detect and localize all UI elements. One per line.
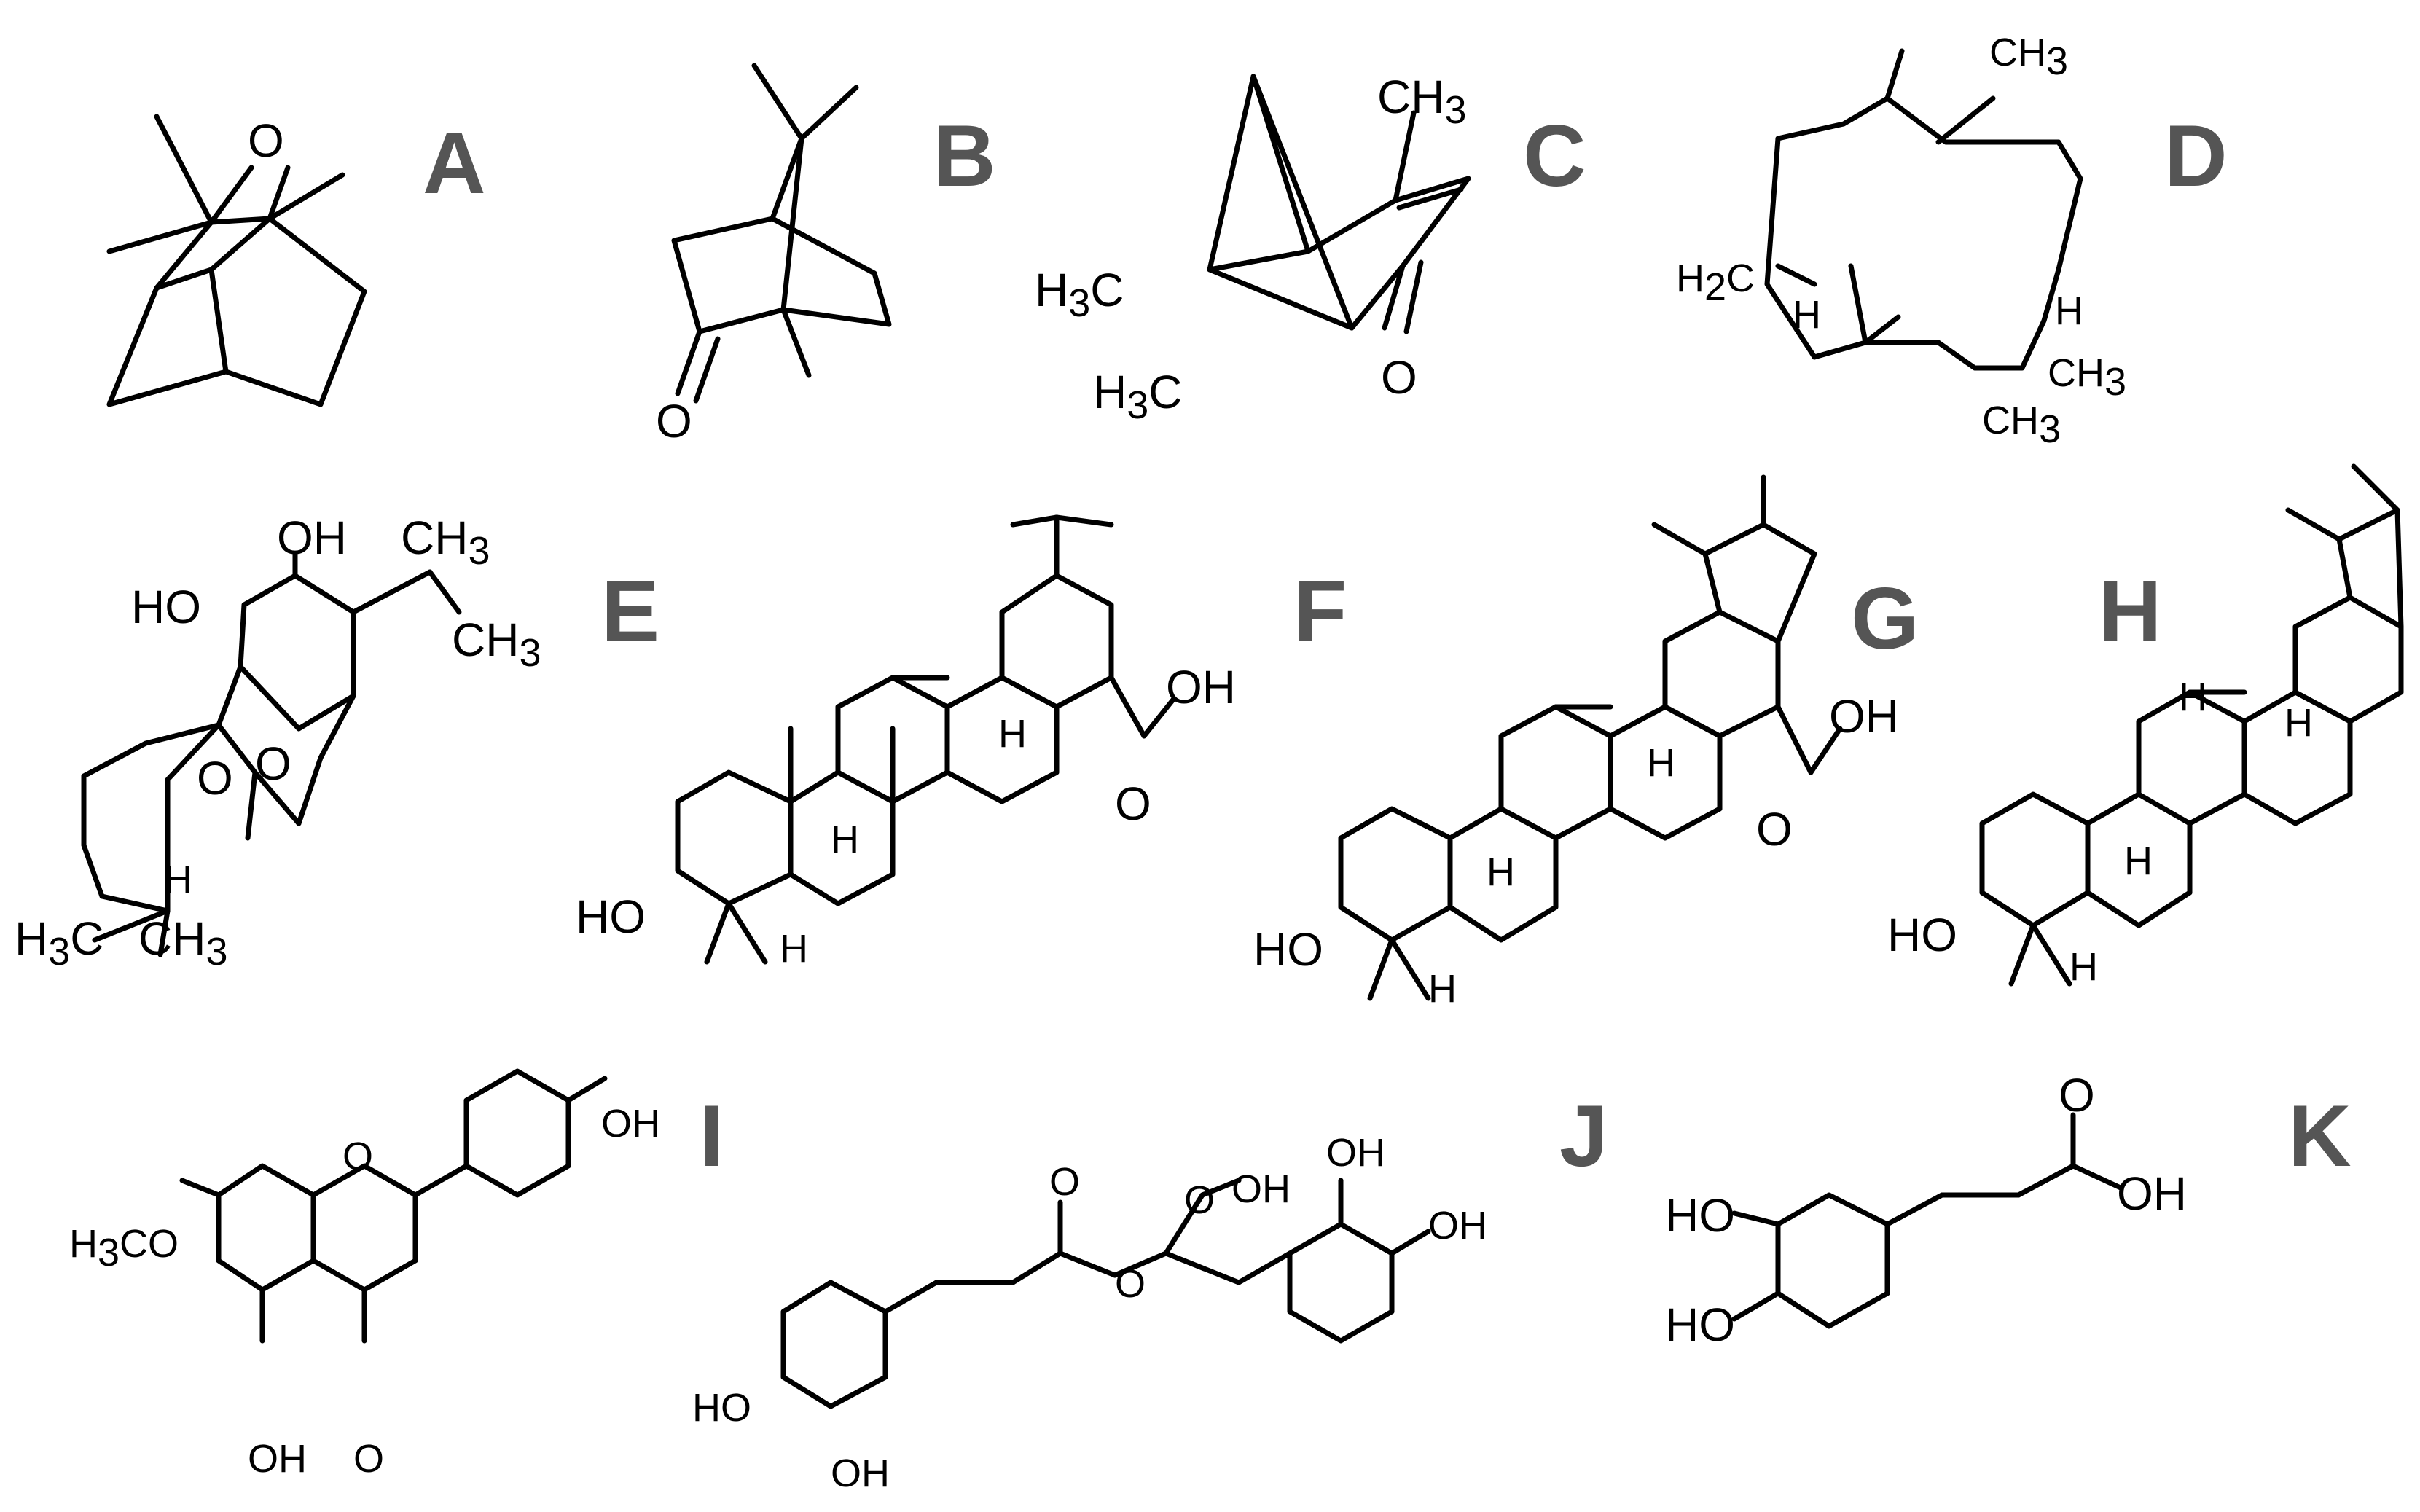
atom-o: O [255,737,291,790]
atom-ch3: CH3 [1377,71,1466,132]
atom-h3c: H3C [15,912,103,974]
panel-label-f: F [1293,563,1347,660]
atom-h: H [164,858,192,901]
structure-oleanolic-acid: HO OH O H H H [576,514,1236,971]
atom-ho: HO [1665,1298,1735,1351]
panel-label-a: A [423,114,486,212]
atom-oh: OH [1231,1167,1291,1211]
atom-h3c: H3C [1093,366,1182,427]
atom-oh: OH [277,512,347,564]
atom-h2c: H2C [1676,256,1755,309]
structure-caffeic-acid: HO HO O OH [1665,1069,2187,1351]
structure-d: CH3 H2C H H CH3 CH3 D [1676,31,2228,451]
atom-oh: OH [1326,1131,1385,1175]
atom-oh: OH [1428,1204,1487,1247]
atom-ch3: CH3 [401,512,490,573]
panel-label-k: K [2288,1087,2352,1185]
atom-o: O [342,1135,373,1178]
atom-h: H [780,927,808,971]
atom-o: O [1184,1178,1215,1222]
atom-ch3: CH3 [452,614,541,675]
atom-h: H [2179,675,2207,719]
atom-ch3: CH3 [2048,351,2126,404]
atom-h: H [2124,839,2153,883]
panel-label-d: D [2164,107,2228,205]
atom-h: H [2069,945,2098,989]
panel-label-g: G [1851,570,1919,667]
atom-oh: OH [1829,690,1899,743]
structure-c: CH3 H3C H3C O C [1035,71,1586,427]
atom-o: O [197,752,233,804]
atom-ho: HO [576,890,646,943]
atom-h: H [2284,701,2313,745]
atom-ch3: CH3 [138,912,227,974]
atom-oh: OH [2117,1167,2187,1220]
structure-carnosol: OH HO CH3 CH3 O O H H3C CH3 [15,512,541,974]
atom-h: H [1428,967,1457,1011]
atom-o: O [248,114,284,167]
structure-a: O A [106,114,486,407]
panel-label-j: J [1559,1087,1608,1185]
atom-o: O [1381,351,1417,404]
atom-ho: HO [1253,923,1323,976]
atom-h: H [998,712,1027,756]
structure-rosmarinic-acid: OH OH O OH O O HO OH [692,1131,1487,1495]
atom-ho: HO [1887,909,1957,961]
atom-o: O [353,1437,384,1481]
panel-label-h: H [2099,563,2162,660]
atom-o: O [1115,777,1151,830]
structure-alpha-amyrin: HO H H H H [1887,463,2404,989]
structure-b: O B [656,63,996,447]
atom-oh: OH [601,1102,660,1145]
panel-label-e: E [601,563,659,660]
atom-h: H [831,818,859,861]
atom-ch3: CH3 [1982,399,2061,451]
atom-ch3: CH3 [1989,31,2068,83]
atom-h3co: H3CO [69,1222,179,1274]
panel-label-c: C [1523,107,1586,205]
atom-o: O [1115,1262,1146,1306]
atom-o: O [656,395,692,447]
panel-label-b: B [933,107,996,205]
atom-h3c: H3C [1035,264,1124,325]
atom-h: H [2055,289,2083,333]
atom-ho: HO [131,581,201,633]
atom-o: O [1049,1160,1080,1204]
atom-ho: HO [692,1386,751,1430]
panel-label-i: I [700,1087,724,1185]
atom-oh: OH [248,1437,307,1481]
atom-h: H [1793,293,1821,337]
atom-o: O [1756,803,1793,855]
atom-h: H [1647,741,1675,785]
atom-oh: OH [1166,661,1236,713]
atom-h: H [1487,850,1515,894]
atom-o: O [2059,1069,2095,1121]
atom-ho: HO [1665,1189,1735,1242]
structure-acacetin: OH O H3CO O OH [69,1068,660,1481]
structure-ursolic-acid: HO OH O H H H [1253,474,1899,1011]
atom-oh: OH [831,1452,890,1495]
